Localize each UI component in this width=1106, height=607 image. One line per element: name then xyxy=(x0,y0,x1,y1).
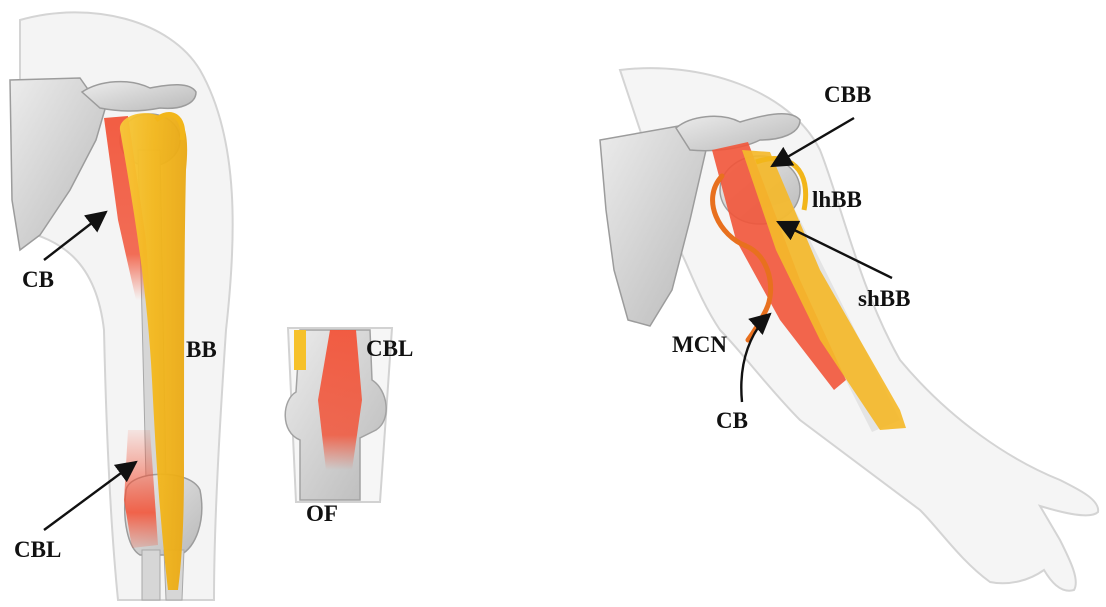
right-arm-figure xyxy=(600,68,1098,591)
left-acromion xyxy=(82,82,196,111)
label-left-cbl: CBL xyxy=(14,537,61,562)
label-right-cb: CB xyxy=(716,408,748,433)
label-right-lhbb: lhBB xyxy=(812,187,862,212)
label-right-cbb: CBB xyxy=(824,82,871,107)
label-inset-cbl: CBL xyxy=(366,336,413,361)
label-right-mcn: MCN xyxy=(672,332,727,357)
inset-yellow-tendon xyxy=(294,330,306,370)
label-right-shbb: shBB xyxy=(858,286,910,311)
label-inset-of: OF xyxy=(306,501,338,526)
left-arm-figure xyxy=(10,12,233,600)
label-left-bb: BB xyxy=(186,337,217,362)
label-left-cb: CB xyxy=(22,267,54,292)
